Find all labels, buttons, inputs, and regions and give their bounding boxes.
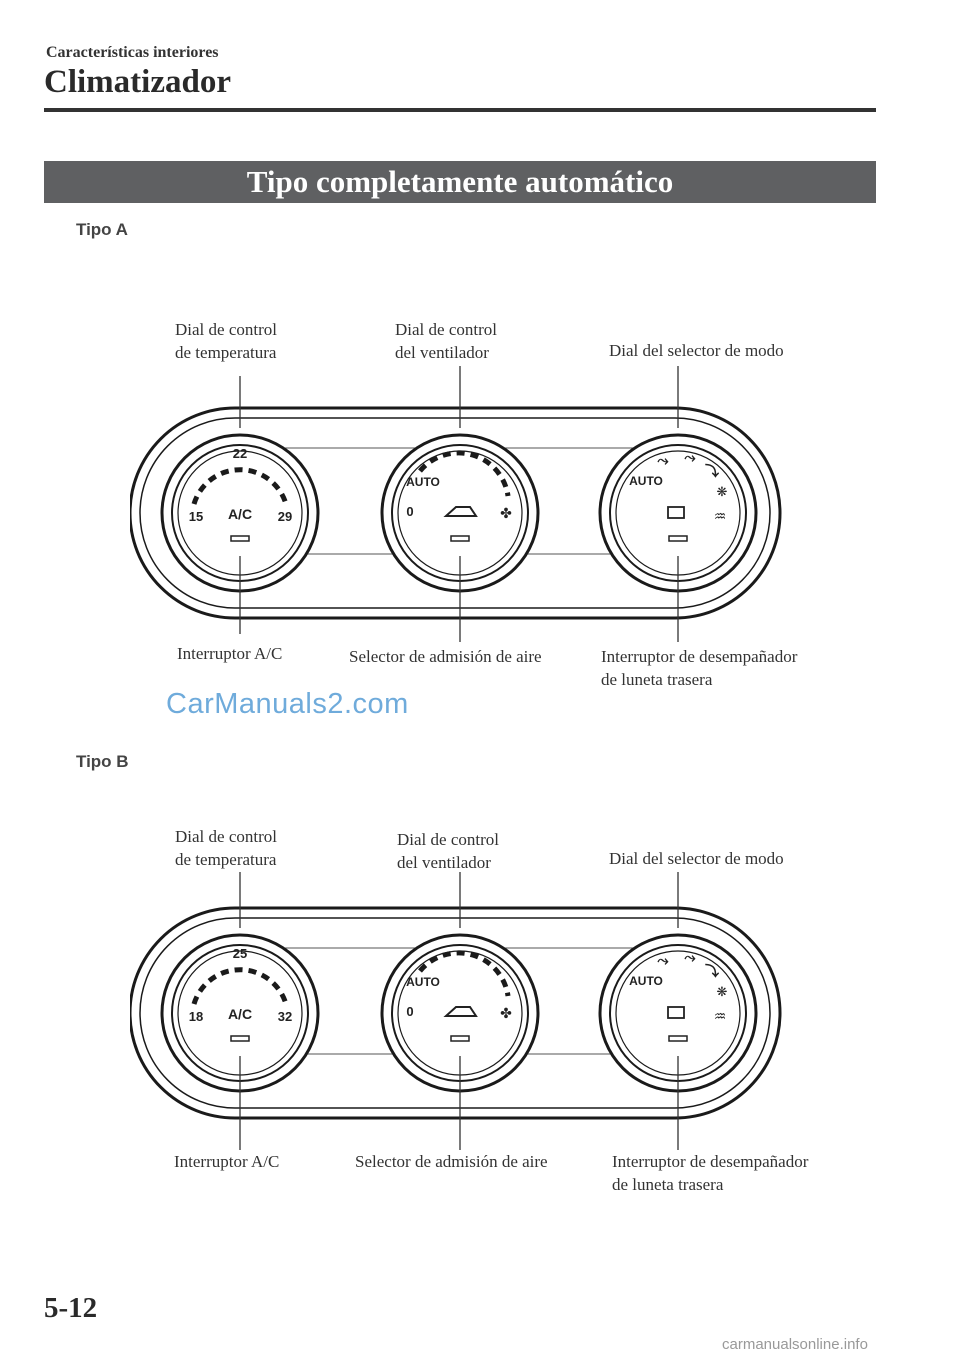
mode-dial-a: AUTO ⤳ ⤳ ⤵ ❋ ♒ <box>598 433 758 593</box>
auto-mode-label-a: AUTO <box>629 474 663 488</box>
rear-defogger-icon <box>667 506 685 519</box>
off-label-b: 0 <box>406 1004 413 1019</box>
auto-mode-label-b: AUTO <box>629 974 663 988</box>
ac-label-b: A/C <box>228 1006 252 1022</box>
temp-mid-label-b: 25 <box>233 946 247 961</box>
label-intake-a: Selector de admisión de aire <box>349 647 542 666</box>
vent-face-icon: ⤳ <box>657 952 669 968</box>
floor-defrost-icon: ❋ <box>717 484 728 499</box>
title-rule <box>44 108 876 112</box>
label-mode-dial-b: Dial del selector de modo <box>609 849 784 868</box>
temp-dial-a: 22 15 29 A/C <box>160 433 320 593</box>
label-temp-dial-a-2: de temperatura <box>175 343 277 362</box>
watermark: CarManuals2.com <box>166 688 409 720</box>
label-defogger-b-1: Interruptor de desempañador <box>612 1152 809 1171</box>
temp-min-label-b: 18 <box>189 1009 203 1024</box>
temp-dial-b: 25 18 32 A/C <box>160 933 320 1093</box>
label-ac-switch-a: Interruptor A/C <box>177 644 283 663</box>
vent-face-icon: ⤳ <box>657 452 669 468</box>
rear-defogger-icon <box>667 1006 685 1019</box>
label-fan-dial-a-2: del ventilador <box>395 343 489 362</box>
tipo-b-heading: Tipo B <box>76 752 129 771</box>
label-ac-switch-b: Interruptor A/C <box>174 1152 280 1171</box>
vent-bilevel-icon: ⤳ <box>684 449 696 465</box>
auto-label-a: AUTO <box>406 475 440 489</box>
label-defogger-a-1: Interruptor de desempañador <box>601 647 798 666</box>
section-banner: Tipo completamente automático <box>44 161 876 203</box>
floor-defrost-icon: ❋ <box>717 984 728 999</box>
windshield-defrost-icon: ♒ <box>714 508 727 524</box>
car-recirc-icon <box>443 506 478 517</box>
climate-panel-b: 25 18 32 A/C AUTO 0 ✤ AUTO ⤳ ⤳ ⤵ ❋ ♒ <box>128 872 790 1182</box>
ac-label-a: A/C <box>228 506 252 522</box>
label-fan-dial-b-2: del ventilador <box>397 853 491 872</box>
label-fan-dial-a-1: Dial de control <box>395 320 497 339</box>
temp-mid-label-a: 22 <box>233 446 247 461</box>
car-recirc-icon <box>443 1006 478 1017</box>
label-intake-b: Selector de admisión de aire <box>355 1152 548 1171</box>
climate-panel-a: 22 15 29 A/C AUTO 0 ✤ AUTO ⤳ ⤳ ⤵ ❋ ♒ <box>128 366 790 676</box>
fan-icon: ✤ <box>500 505 512 521</box>
fan-dial-b: AUTO 0 ✤ <box>380 933 540 1093</box>
temp-max-label-b: 32 <box>278 1009 292 1024</box>
off-label-a: 0 <box>406 504 413 519</box>
vent-floor-icon: ⤵ <box>705 463 720 479</box>
temp-max-label-a: 29 <box>278 509 292 524</box>
climate-panel-b-drawing: 25 18 32 A/C AUTO 0 ✤ AUTO ⤳ ⤳ ⤵ ❋ ♒ <box>128 872 782 1150</box>
footer-site: carmanualsonline.info <box>722 1336 868 1353</box>
label-temp-dial-b-2: de temperatura <box>175 850 277 869</box>
page-title: Climatizador <box>44 64 231 100</box>
label-defogger-a-2: de luneta trasera <box>601 670 713 689</box>
tipo-a-heading: Tipo A <box>76 220 128 239</box>
label-fan-dial-b-1: Dial de control <box>397 830 499 849</box>
label-mode-dial-a: Dial del selector de modo <box>609 341 784 360</box>
mode-dial-b: AUTO ⤳ ⤳ ⤵ ❋ ♒ <box>598 933 758 1093</box>
page-number: 5-12 <box>44 1292 98 1324</box>
temp-min-label-a: 15 <box>189 509 203 524</box>
climate-panel-a-drawing: 22 15 29 A/C AUTO 0 ✤ AUTO ⤳ ⤳ ⤵ ❋ ♒ <box>128 366 782 642</box>
label-temp-dial-b-1: Dial de control <box>175 827 277 846</box>
fan-icon: ✤ <box>500 1005 512 1021</box>
vent-floor-icon: ⤵ <box>705 963 720 979</box>
section-kicker: Características interiores <box>46 44 219 61</box>
windshield-defrost-icon: ♒ <box>714 1008 727 1024</box>
label-defogger-b-2: de luneta trasera <box>612 1175 724 1194</box>
vent-bilevel-icon: ⤳ <box>684 949 696 965</box>
auto-label-b: AUTO <box>406 975 440 989</box>
fan-dial-a: AUTO 0 ✤ <box>380 433 540 593</box>
label-temp-dial-a-1: Dial de control <box>175 320 277 339</box>
